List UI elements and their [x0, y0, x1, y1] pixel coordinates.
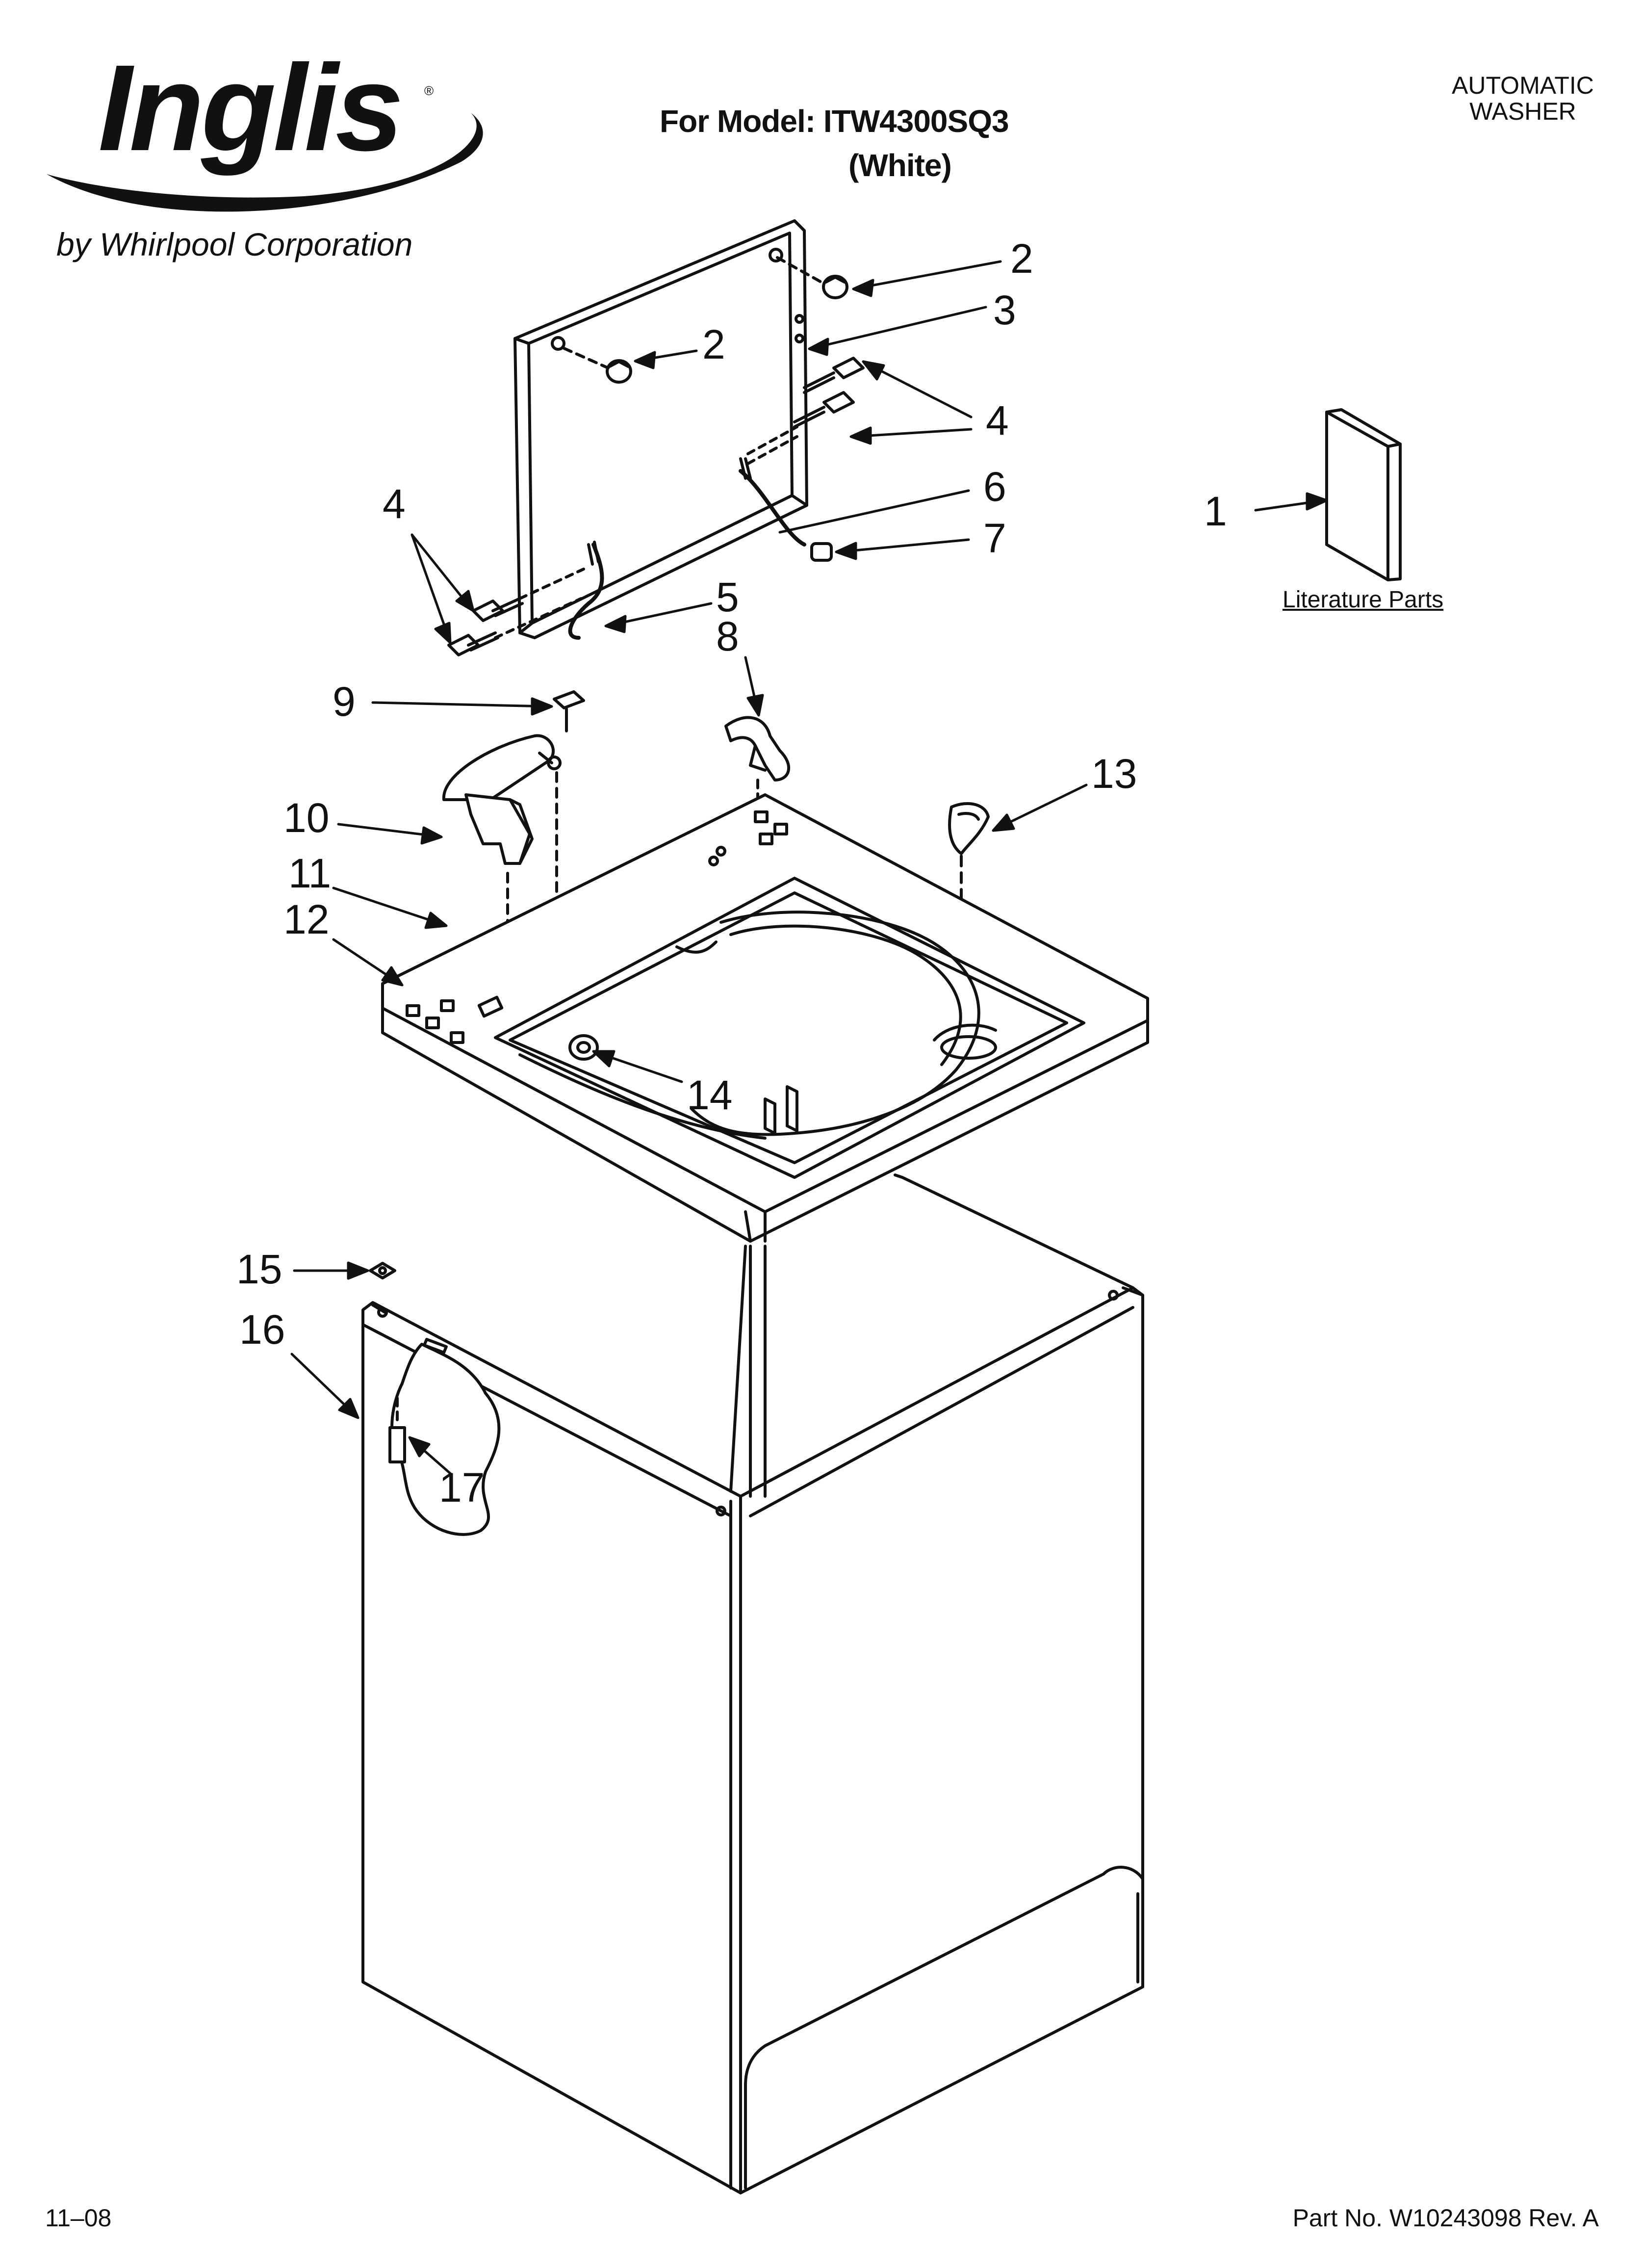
fill-nozzle	[568, 1034, 599, 1061]
footer-part-number: Part No. W10243098 Rev. A	[1292, 2204, 1599, 2232]
callout-9: 9	[333, 678, 356, 725]
callout-4-left: 4	[383, 481, 406, 527]
literature-parts-label: Literature Parts	[1283, 587, 1444, 613]
callout-2-lower: 2	[702, 321, 725, 367]
callout-8: 8	[716, 613, 739, 659]
lid-bumper-clip	[724, 716, 790, 811]
callout-13: 13	[1091, 751, 1137, 797]
callout-12: 12	[283, 896, 330, 942]
washer-cabinet	[361, 1173, 1144, 2194]
hinge-hardware-left	[447, 541, 604, 656]
callout-7: 7	[983, 515, 1006, 561]
washer-top-panel	[381, 793, 1149, 1243]
lid-bumpers	[563, 256, 848, 384]
brand-logo: Inglis	[98, 39, 404, 176]
callout-17: 17	[439, 1464, 485, 1511]
callout-11: 11	[288, 850, 332, 896]
cabinet-clip	[369, 1262, 396, 1279]
callout-15: 15	[236, 1246, 282, 1292]
literature-booklet	[1325, 408, 1402, 581]
callout-16: 16	[239, 1306, 285, 1353]
callout-3: 3	[993, 287, 1016, 333]
callout-6: 6	[983, 464, 1006, 510]
hinge-hardware-right	[739, 357, 865, 562]
model-title: For Model: ITW4300SQ3	[660, 104, 1009, 139]
lid-frame	[513, 219, 808, 639]
model-color: (White)	[848, 148, 952, 183]
callout-4-right: 4	[986, 397, 1009, 443]
category-line-2: WASHER	[1469, 98, 1576, 125]
registered-mark: ®	[424, 83, 434, 98]
callout-5: 5	[716, 574, 739, 620]
callout-10: 10	[283, 795, 330, 841]
callout-2-upper: 2	[1010, 235, 1033, 282]
footer-date: 11–08	[45, 2204, 112, 2232]
leader-lines	[290, 260, 1328, 1476]
brand-byline: by Whirlpool Corporation	[56, 226, 413, 262]
callout-14: 14	[687, 1072, 733, 1118]
callout-1: 1	[1204, 488, 1227, 534]
category-line-1: AUTOMATIC	[1452, 72, 1594, 99]
